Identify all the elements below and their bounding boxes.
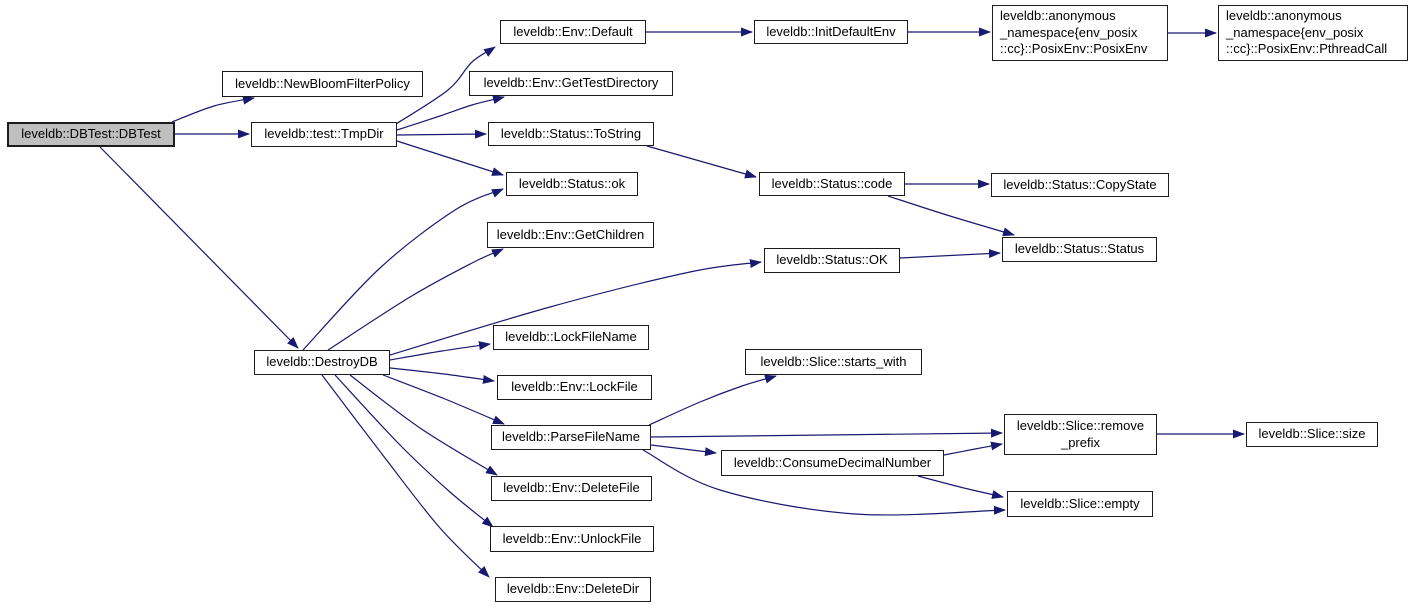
edge-consume-decimal-number-to-slice-empty bbox=[917, 475, 1004, 499]
edge-destroy-db-to-env-delete-dir bbox=[321, 374, 490, 578]
edge-destroy-db-to-env-unlock-file bbox=[334, 374, 494, 528]
edge-parse-file-name-to-consume-decimal-number bbox=[650, 444, 717, 457]
node-posix-env-ctor[interactable]: leveldb::anonymous _namespace{env_posix … bbox=[992, 5, 1168, 61]
node-consume-decimal-number[interactable]: leveldb::ConsumeDecimalNumber bbox=[721, 450, 944, 476]
node-status-copystate[interactable]: leveldb::Status::CopyState bbox=[991, 173, 1169, 197]
edge-destroy-db-to-env-lock-file bbox=[389, 367, 495, 384]
node-env-default[interactable]: leveldb::Env::Default bbox=[500, 20, 646, 44]
node-status-tostring[interactable]: leveldb::Status::ToString bbox=[488, 122, 654, 146]
edge-tmpdir-to-env-default bbox=[395, 46, 496, 125]
node-tmpdir[interactable]: leveldb::test::TmpDir bbox=[251, 122, 397, 147]
edge-destroy-db-to-parse-file-name bbox=[382, 374, 505, 425]
node-env-get-test-directory[interactable]: leveldb::Env::GetTestDirectory bbox=[469, 71, 673, 96]
edge-parse-file-name-to-slice-remove-prefix bbox=[650, 428, 1003, 438]
node-slice-starts-with[interactable]: leveldb::Slice::starts_with bbox=[745, 349, 922, 375]
node-env-get-children[interactable]: leveldb::Env::GetChildren bbox=[487, 222, 654, 248]
node-new-bloom-filter-policy[interactable]: leveldb::NewBloomFilterPolicy bbox=[222, 71, 423, 97]
node-lock-file-name[interactable]: leveldb::LockFileName bbox=[493, 325, 649, 350]
node-env-delete-dir[interactable]: leveldb::Env::DeleteDir bbox=[495, 577, 651, 602]
node-destroy-db[interactable]: leveldb::DestroyDB bbox=[254, 350, 390, 375]
node-status-ok[interactable]: leveldb::Status::ok bbox=[506, 172, 638, 196]
node-status-status[interactable]: leveldb::Status::Status bbox=[1002, 237, 1157, 262]
node-slice-remove-prefix[interactable]: leveldb::Slice::remove _prefix bbox=[1004, 414, 1157, 455]
edge-destroy-db-to-status-ok-static bbox=[389, 259, 762, 356]
node-pthread-call[interactable]: leveldb::anonymous _namespace{env_posix … bbox=[1218, 5, 1408, 61]
edge-tmpdir-to-status-ok bbox=[396, 140, 504, 176]
edge-destroy-db-to-env-delete-file bbox=[349, 374, 498, 476]
edge-status-ok-static-to-status-status bbox=[899, 249, 1001, 259]
edge-dbtest-to-destroy-db bbox=[99, 146, 299, 349]
node-slice-size[interactable]: leveldb::Slice::size bbox=[1246, 422, 1378, 447]
node-env-delete-file[interactable]: leveldb::Env::DeleteFile bbox=[491, 476, 652, 501]
edge-tmpdir-to-env-get-test-directory bbox=[396, 95, 505, 131]
edge-destroy-db-to-env-get-children bbox=[327, 248, 504, 351]
node-status-code[interactable]: leveldb::Status::code bbox=[759, 172, 905, 196]
edge-status-code-to-status-status bbox=[887, 195, 1015, 237]
edge-status-tostring-to-status-code bbox=[646, 145, 757, 179]
edge-parse-file-name-to-slice-empty bbox=[642, 449, 1006, 516]
node-env-lock-file[interactable]: leveldb::Env::LockFile bbox=[497, 375, 652, 400]
edge-dbtest-to-new-bloom-filter-policy bbox=[171, 95, 255, 123]
node-parse-file-name[interactable]: leveldb::ParseFileName bbox=[491, 425, 651, 450]
edge-parse-file-name-to-slice-starts-with bbox=[648, 374, 777, 426]
node-status-ok-static[interactable]: leveldb::Status::OK bbox=[764, 248, 900, 273]
node-init-default-env[interactable]: leveldb::InitDefaultEnv bbox=[754, 20, 908, 44]
edge-destroy-db-to-status-ok bbox=[302, 188, 504, 351]
edge-tmpdir-to-status-tostring bbox=[396, 129, 487, 139]
edge-consume-decimal-number-to-slice-remove-prefix bbox=[943, 441, 1003, 456]
edge-destroy-db-to-lock-file-name bbox=[389, 341, 491, 361]
node-dbtest: leveldb::DBTest::DBTest bbox=[7, 122, 175, 147]
node-env-unlock-file[interactable]: leveldb::Env::UnlockFile bbox=[490, 526, 654, 552]
node-slice-empty[interactable]: leveldb::Slice::empty bbox=[1007, 491, 1153, 517]
